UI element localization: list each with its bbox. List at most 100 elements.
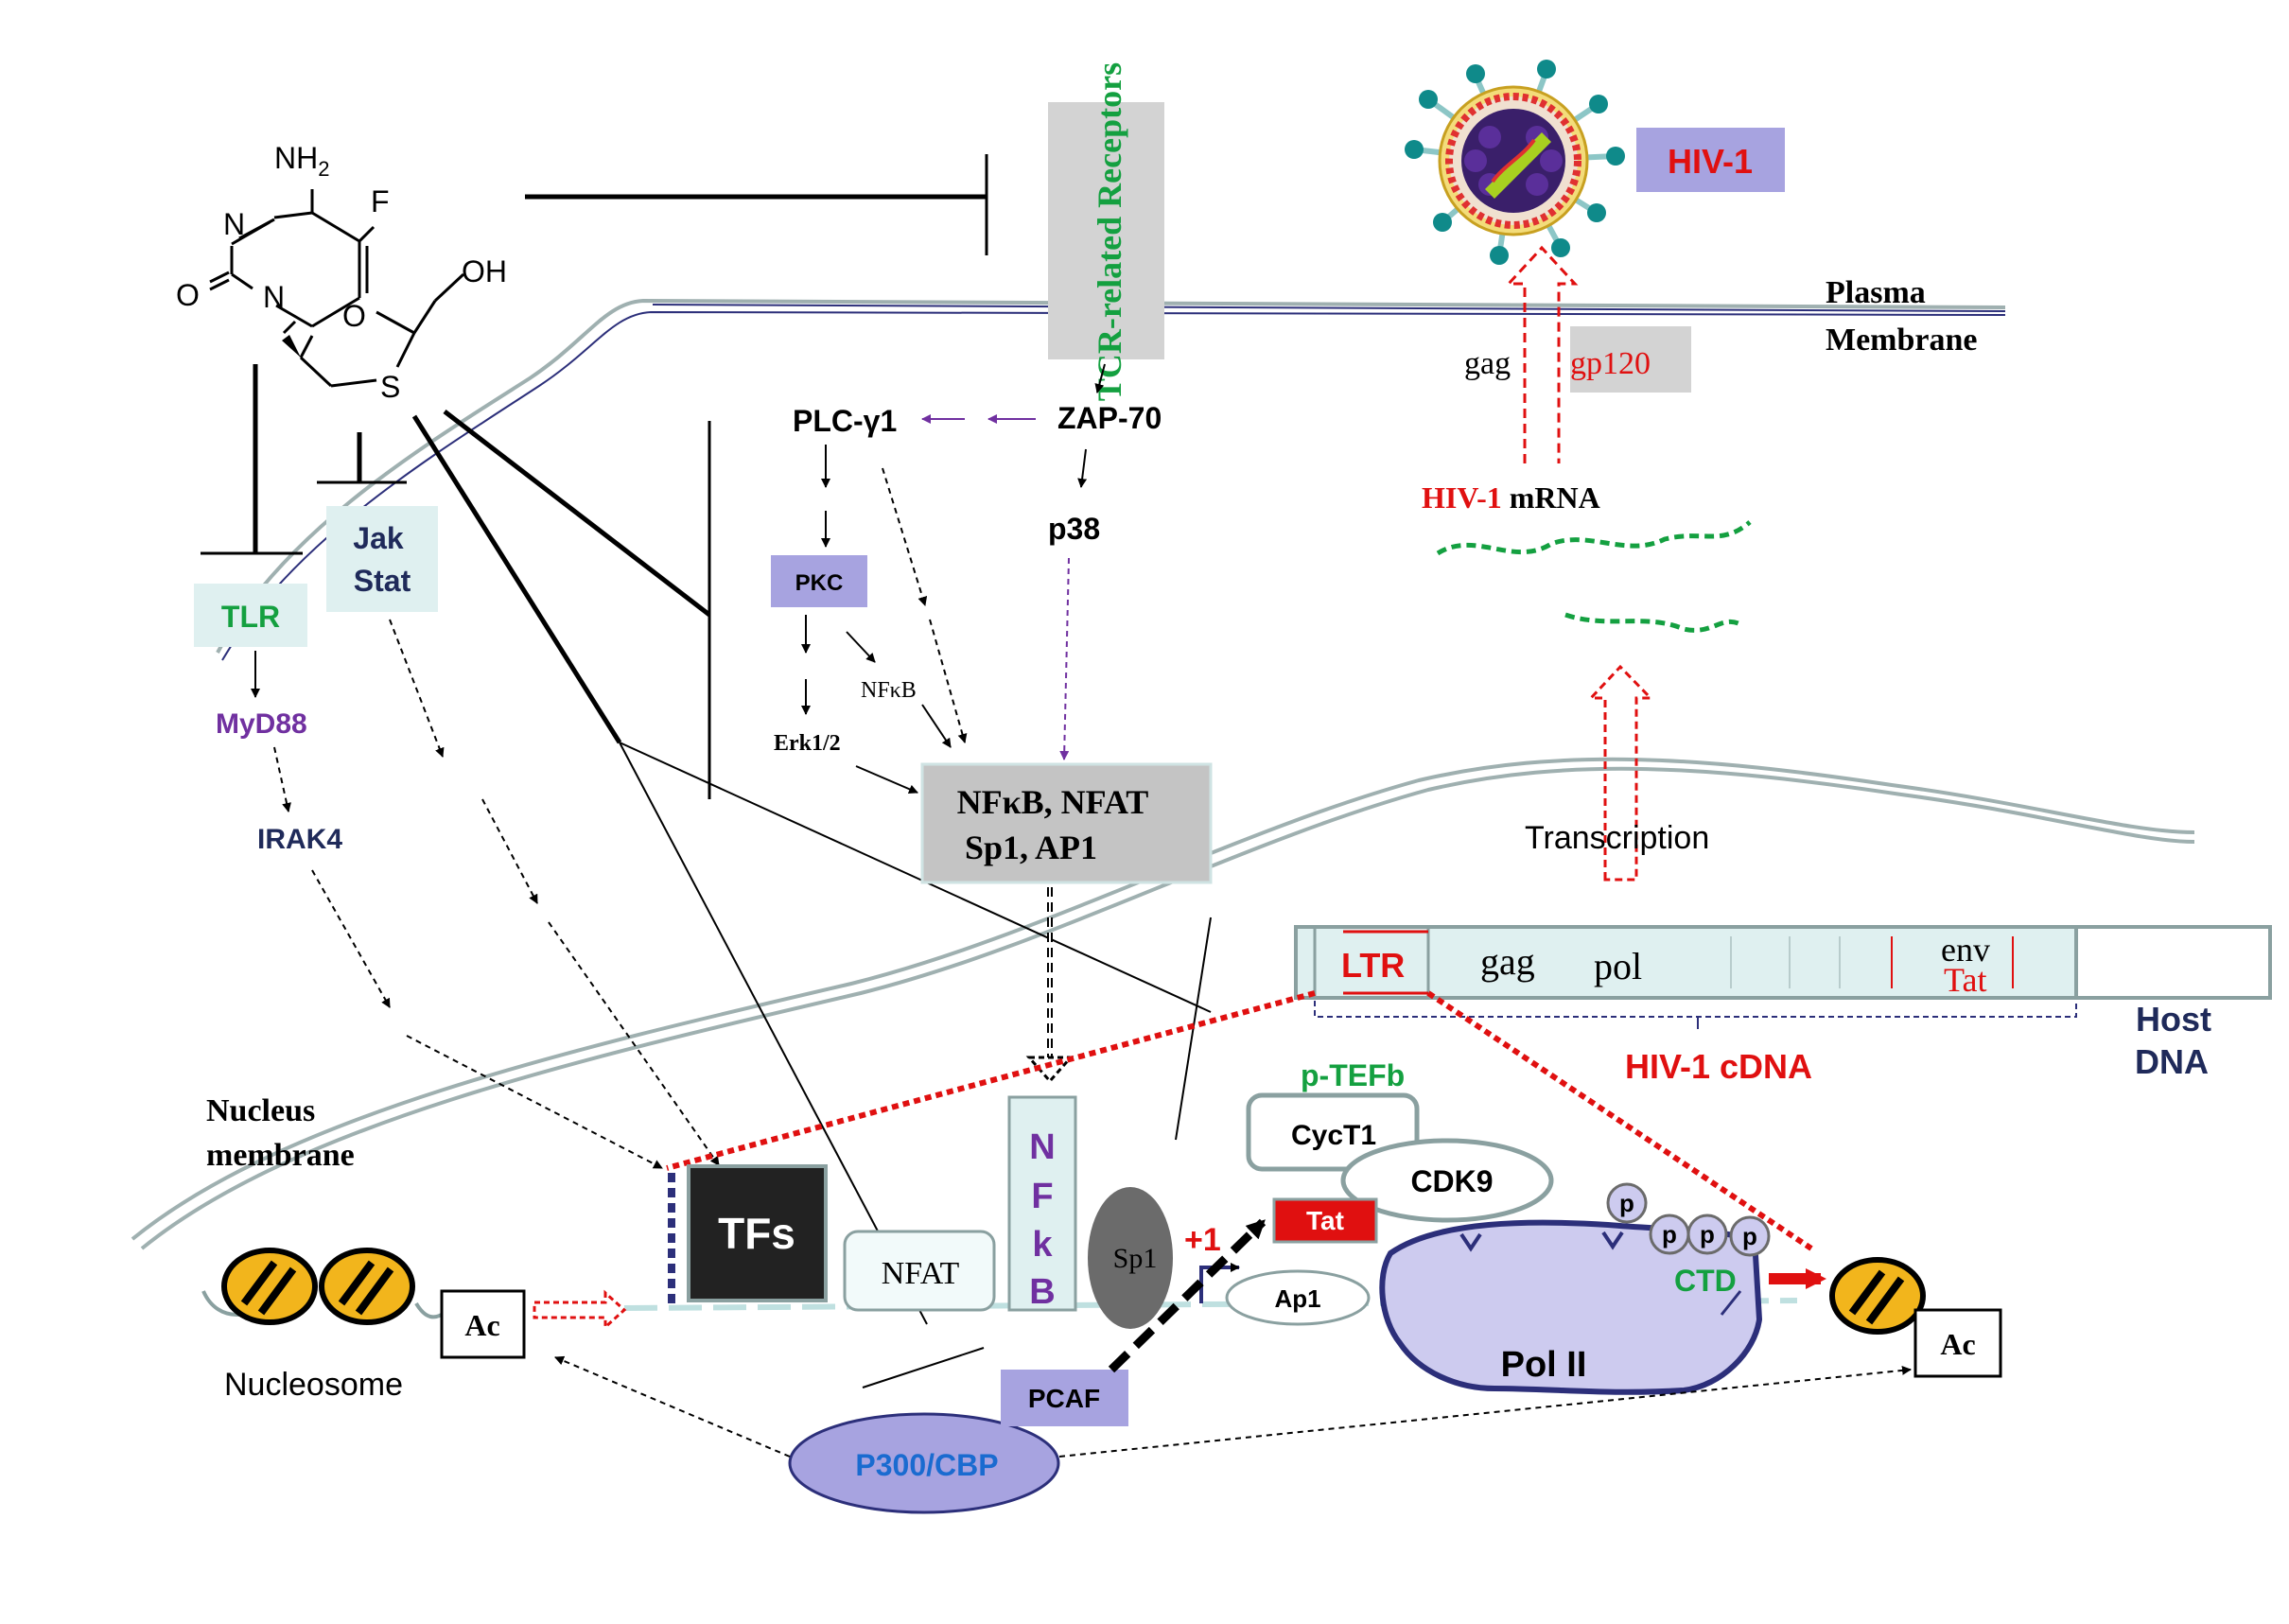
- molecule-oh: OH: [462, 254, 507, 288]
- plc-gamma1-label: PLC-γ1: [793, 404, 897, 438]
- mrna-strand-1: [1436, 520, 1752, 556]
- nfat-label: NFAT: [882, 1256, 960, 1291]
- arrow-nfkb-tfbox: [921, 704, 952, 748]
- zoom-line-right: [1426, 990, 1813, 1251]
- ap1-ellipse: [1225, 1269, 1371, 1326]
- tlr-box: [194, 584, 307, 647]
- stat-label: Stat: [354, 564, 411, 598]
- pcaf-label: PCAF: [1028, 1384, 1100, 1413]
- ltr-label: LTR: [1341, 946, 1405, 985]
- nucleus-membrane-label: Nucleus: [206, 1093, 315, 1128]
- phospho-label-1: p: [1619, 1189, 1634, 1217]
- ap1-label: Ap1: [1274, 1284, 1320, 1313]
- cdna-env-label: env: [1941, 931, 1990, 969]
- inhibition-lines: [201, 154, 1212, 1388]
- tss-arrow: [1199, 1263, 1240, 1303]
- hiv-label-box: [1636, 128, 1785, 192]
- cdna-bracket: [1314, 1001, 2077, 1018]
- pcaf-box: [1001, 1370, 1128, 1426]
- arrow-myd88-irak4: [273, 746, 291, 812]
- molecule-n-ring: N: [263, 280, 285, 314]
- host-dna-label-2: DNA: [2135, 1042, 2209, 1081]
- arrow-erk-tfbox: [855, 765, 918, 795]
- sp1-label: Sp1: [1113, 1243, 1158, 1274]
- ptefb-label: p-TEFb: [1301, 1058, 1405, 1092]
- molecule-f: F: [371, 184, 390, 218]
- zoom-line-left: [666, 990, 1316, 1171]
- mrna-strand-2: [1564, 612, 1742, 633]
- plus1-label: +1: [1184, 1222, 1221, 1258]
- arrow-pcaf-tat: [1108, 1218, 1267, 1373]
- plasma-membrane-label-2: Membrane: [1826, 323, 1978, 358]
- phospho-label-2: p: [1662, 1220, 1677, 1249]
- gp120-label: gp120: [1570, 346, 1651, 381]
- arrow-plc-tfbox-dashed: [882, 467, 928, 606]
- arrow-jak-down: [389, 619, 445, 758]
- ac-box-left: [440, 1289, 526, 1359]
- ctd-label: CTD: [1674, 1264, 1737, 1298]
- irak4-label: IRAK4: [257, 824, 342, 855]
- nfkb-letter-b: B: [1029, 1272, 1055, 1312]
- arrow-p300-ac-right: [1058, 1365, 1912, 1458]
- tf-complex-line1: NFκB, NFAT: [957, 783, 1149, 821]
- ac-arrow-left: [533, 1289, 627, 1331]
- arrow-transcription: [1587, 664, 1654, 882]
- zap70-label: ZAP-70: [1057, 401, 1162, 435]
- sp1-ellipse: [1088, 1187, 1173, 1329]
- dna-strand: [623, 1298, 1798, 1311]
- nucleus-membrane-label-2: membrane: [206, 1138, 355, 1173]
- p300-ellipse: [788, 1412, 1060, 1514]
- molecule-o-ring: O: [342, 299, 366, 333]
- phospho-label-4: p: [1742, 1222, 1757, 1250]
- nfkb-box: [1007, 1095, 1077, 1312]
- cdk9-label: CDK9: [1410, 1164, 1493, 1198]
- molecule-o-carbonyl: O: [176, 278, 200, 312]
- hiv-mrna-label: HIV-1 mRNA: [1422, 480, 1600, 515]
- pol2-shape: [1379, 1219, 1763, 1395]
- transcription-label: Transcription: [1525, 820, 1709, 856]
- pkc-box: [771, 555, 867, 607]
- tat-label: Tat: [1306, 1206, 1344, 1235]
- tcr-receptor-box: [1048, 102, 1164, 359]
- myd88-label: MyD88: [216, 708, 307, 740]
- arrow-plc-tfbox-dashed-2: [929, 619, 968, 743]
- ac-label-right: Ac: [1940, 1327, 1975, 1361]
- arrow-p300-nucleosome: [554, 1355, 791, 1458]
- plasma-membrane: [216, 298, 2006, 661]
- cdna-bar: [1294, 925, 2078, 1000]
- plasma-membrane-label: Plasma: [1826, 275, 1926, 310]
- phospho-1: [1606, 1182, 1648, 1224]
- tcr-receptor-label: TCR-related Receptors: [1091, 62, 1128, 401]
- host-dna-bar: [2074, 925, 2272, 1000]
- nfkb-letter-k: k: [1032, 1225, 1053, 1265]
- nfat-box: [843, 1230, 996, 1312]
- ac-label-left: Ac: [464, 1308, 499, 1342]
- molecule-s: S: [380, 370, 400, 404]
- tlr-label: TLR: [221, 600, 280, 634]
- phospho-label-3: p: [1700, 1220, 1715, 1249]
- erk-label: Erk1/2: [774, 731, 841, 756]
- ctd-line: [1720, 1290, 1742, 1316]
- molecule-nh2: NH2: [274, 141, 329, 181]
- cdna-pol-label: pol: [1594, 945, 1642, 987]
- hiv-virion-icon: [1405, 60, 1625, 265]
- cdna-tat-label: Tat: [1944, 961, 1986, 999]
- tf-complex-box: [920, 762, 1213, 884]
- tf-complex-line2: Sp1, AP1: [965, 829, 1097, 866]
- gag-label-top: gag: [1464, 346, 1511, 381]
- tfs-box: [687, 1164, 828, 1302]
- arrow-zap70-p38: [1077, 448, 1088, 488]
- arrow-p38-tfbox: [1059, 557, 1070, 760]
- arrow-mrna-virus: [1505, 245, 1579, 463]
- arrow-jak-tfs: [548, 921, 720, 1166]
- molecule-n-top: N: [223, 207, 245, 241]
- arrow-jak-down-2: [481, 798, 538, 904]
- pol2-label: Pol II: [1501, 1345, 1587, 1385]
- p300-label: P300/CBP: [855, 1448, 998, 1482]
- hiv-label: HIV-1: [1668, 142, 1753, 181]
- p38-label: p38: [1048, 512, 1100, 546]
- nfkb-letter-n: N: [1029, 1127, 1055, 1167]
- nucleosome-label: Nucleosome: [224, 1367, 403, 1403]
- hiv-cdna-label: HIV-1 cDNA: [1625, 1047, 1812, 1086]
